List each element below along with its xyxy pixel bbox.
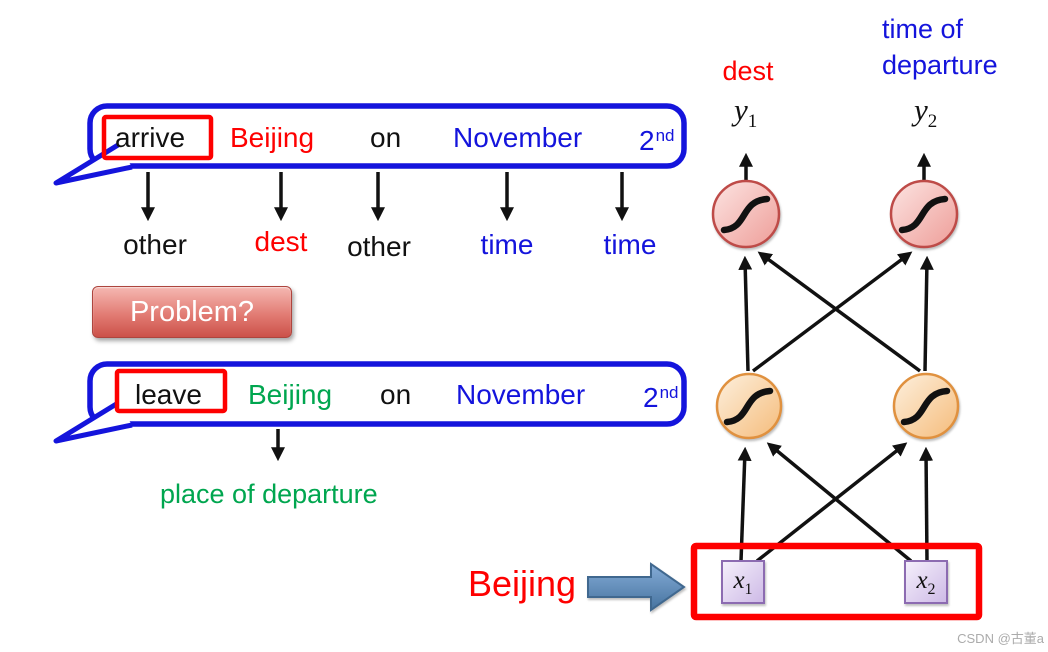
slot-label-dest: dest [254, 226, 308, 257]
slot-label-time-1: time [480, 229, 534, 260]
edge-x2-h2 [919, 446, 934, 562]
highlight-box-leave [114, 368, 228, 414]
slot-label-place-of-departure: place of departure [160, 479, 378, 509]
edge-h2-o1 [757, 251, 922, 373]
word-ordinal-2: 2nd [643, 382, 679, 413]
block-arrow-right-icon [587, 562, 686, 612]
problem-button: Problem? [92, 286, 292, 338]
output-y2-label: y2 [914, 92, 938, 133]
word-leave: leave [135, 379, 202, 410]
input-x2-label: x2 [916, 567, 936, 598]
word-arrive: arrive [115, 122, 186, 153]
speech-bubble-1-tail-icon [53, 142, 133, 186]
sigmoid-icon [720, 195, 771, 234]
edge-h2-o2 [919, 255, 934, 372]
speech-bubble-2 [87, 361, 687, 427]
input-x1-box [721, 560, 765, 604]
sigmoid-icon [900, 387, 951, 426]
input-word-beijing: Beijing [468, 563, 577, 604]
input-layer-box [690, 542, 983, 621]
word-november-2: November [456, 379, 586, 410]
word-november-1: November [453, 122, 583, 153]
slot-label-other-1: other [123, 229, 187, 260]
slot-label-other-2: other [347, 231, 411, 262]
edge-h1-o1 [738, 255, 753, 372]
slot-label-time-2: time [603, 229, 657, 260]
edge-x2-h1 [766, 442, 913, 563]
input-x1-label: x1 [733, 567, 753, 598]
word-ordinal-1: 2nd [639, 125, 675, 156]
highlight-box-arrive [101, 114, 214, 161]
edge-x1-h2 [755, 442, 908, 563]
edge-h1-o2 [751, 251, 913, 373]
sigmoid-icon [898, 195, 949, 234]
word-on-1: on [370, 122, 402, 153]
watermark: CSDN @古董a [957, 631, 1044, 646]
word-on-2: on [380, 379, 412, 410]
speech-bubble-1 [87, 103, 687, 169]
word-beijing-2: Beijing [248, 379, 333, 410]
sigmoid-icon [723, 387, 774, 426]
output-label-dest: dest [722, 56, 774, 86]
input-x2-box [904, 560, 948, 604]
edge-x1-h1 [737, 446, 752, 562]
word-beijing-1: Beijing [230, 122, 315, 153]
output-y1-label: y1 [734, 92, 758, 133]
speech-bubble-2-tail-icon [53, 400, 133, 444]
output-label-time-of-departure: time of departure [882, 14, 998, 80]
